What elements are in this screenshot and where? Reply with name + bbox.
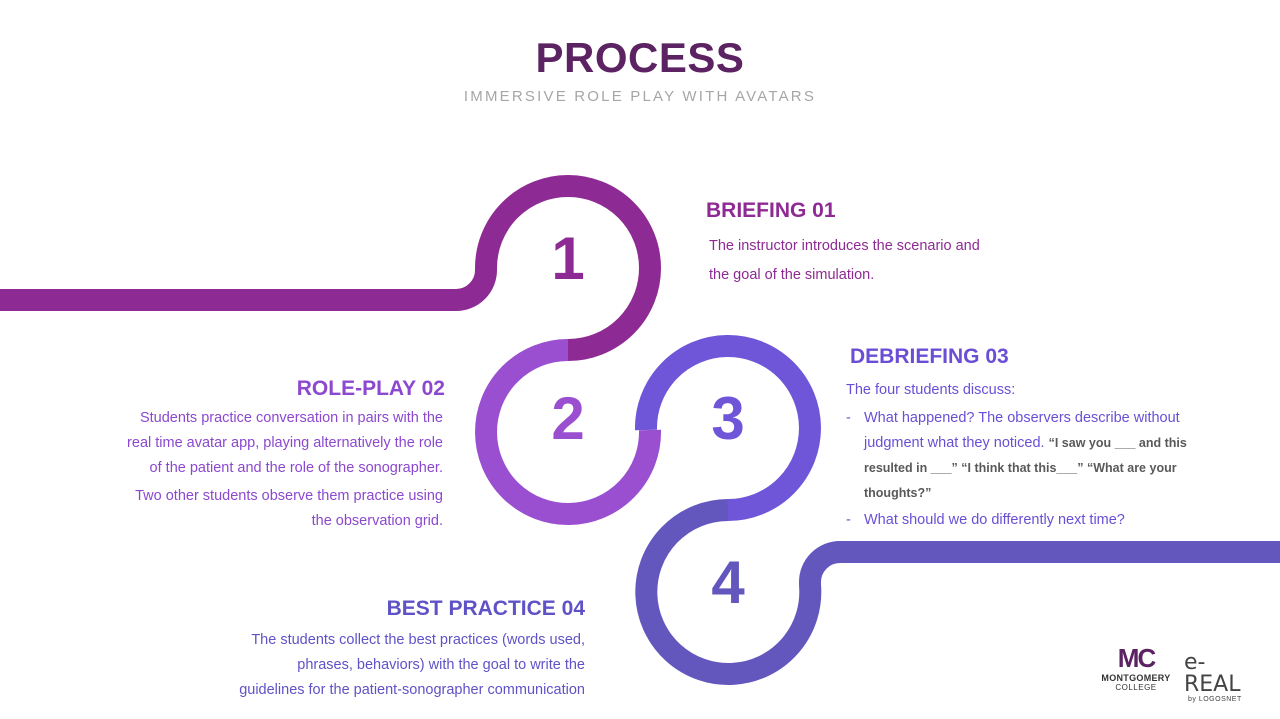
step-3-heading: DEBRIEFING 03	[850, 345, 1009, 368]
step-4-line: guidelines for the patient-sonographer c…	[239, 682, 585, 698]
ereal-wordmark: e-REAL	[1184, 650, 1241, 697]
step-3-text: The four students discuss: - What happen…	[846, 378, 1226, 533]
step-1-line: the goal of the simulation.	[709, 267, 875, 283]
ereal-byline: by LOGOSNET	[1188, 696, 1242, 703]
step-number-2: 2	[551, 385, 585, 452]
step-number-1: 1	[551, 225, 585, 292]
step-number-4: 4	[711, 549, 745, 616]
bullet-1-line: What happened? The observers describe wi…	[864, 410, 1180, 426]
quote-part: “I saw you ___ and this	[1048, 436, 1187, 450]
quote-part: thoughts?”	[864, 486, 932, 500]
bullet-2-text: What should we do differently next time?	[864, 512, 1125, 528]
step-2-line: real time avatar app, playing alternativ…	[127, 435, 443, 451]
step-1-heading: BRIEFING 01	[706, 199, 836, 222]
mc-name-line2: COLLEGE	[1115, 683, 1157, 692]
page-title: PROCESS	[535, 34, 745, 81]
step-2-line: Students practice conversation in pairs …	[139, 410, 443, 426]
step-4-heading: BEST PRACTICE 04	[386, 597, 585, 620]
quote-part: resulted in ___” “I think that this___” …	[864, 461, 1177, 475]
bullet-1-body: What happened? The observers describe wi…	[864, 406, 1187, 506]
step-1-line: The instructor introduces the scenario a…	[709, 238, 980, 254]
step-2-line: of the patient and the role of the sonog…	[149, 460, 443, 476]
step-4-text: The students collect the best practices …	[185, 628, 585, 703]
mc-mark: MC	[1117, 643, 1156, 673]
bullet-dash: -	[846, 410, 851, 426]
path-segment-1	[0, 175, 661, 361]
ereal-logo: e-REAL by LOGOSNET	[1184, 650, 1254, 704]
step-2-text: Students practice conversation in pairs …	[80, 406, 443, 534]
mc-name-line1: MONTGOMERY	[1101, 673, 1171, 683]
path-segment-3	[634, 335, 821, 521]
step-number-3: 3	[711, 385, 745, 452]
montgomery-college-logo: MC MONTGOMERY COLLEGE	[1086, 645, 1186, 692]
path-segment-2	[475, 339, 662, 525]
path-segment-4	[635, 499, 1280, 685]
step-2-line: the observation grid.	[311, 513, 443, 529]
step-3-intro: The four students discuss:	[846, 382, 1016, 398]
step-1-text: The instructor introduces the scenario a…	[709, 232, 980, 290]
page-subtitle: IMMERSIVE ROLE PLAY WITH AVATARS	[463, 88, 817, 105]
bullet-dash: -	[846, 512, 851, 528]
step-2-line: Two other students observe them practice…	[135, 488, 443, 504]
bullet-1-text: judgment what they noticed.	[864, 435, 1045, 451]
bullet-1-line: judgment what they noticed. “I saw you _…	[864, 431, 1187, 456]
step-4-line: The students collect the best practices …	[251, 632, 585, 648]
step-4-line: phrases, behaviors) with the goal to wri…	[297, 657, 585, 673]
step-3-bullet-2: - What should we do differently next tim…	[846, 508, 1226, 533]
step-3-bullet-1: - What happened? The observers describe …	[846, 406, 1226, 506]
step-2-heading: ROLE-PLAY 02	[296, 377, 445, 400]
